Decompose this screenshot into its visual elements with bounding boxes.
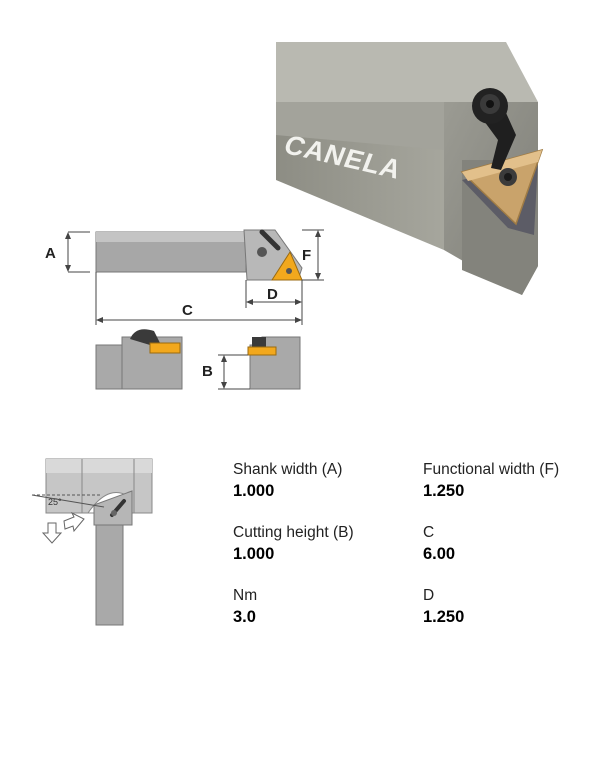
spec-label-functional-width: Functional width (F) xyxy=(423,461,560,478)
spec-label-shank-width: Shank width (A) xyxy=(233,461,343,478)
spec-label-nm: Nm xyxy=(233,587,258,604)
spec-label-cutting-height: Cutting height (B) xyxy=(233,524,354,541)
spec-label-c: C xyxy=(423,524,435,541)
feed-arrow-diagonal-icon xyxy=(63,511,85,533)
spec-value-functional-width: 1.250 xyxy=(423,482,465,500)
dimension-diagram-side: B xyxy=(95,329,301,390)
angle-diagram: 25° xyxy=(31,458,153,626)
dim-label-a: A xyxy=(45,245,56,262)
dim-label-d: D xyxy=(267,286,278,303)
spec-value-shank-width: 1.000 xyxy=(233,482,275,500)
spec-value-nm: 3.0 xyxy=(233,608,256,626)
dimension-diagram-top: A F D C xyxy=(45,229,324,325)
angle-label: 25° xyxy=(48,497,62,507)
spec-value-c: 6.00 xyxy=(423,545,456,563)
spec-label-d: D xyxy=(423,587,435,604)
product-photo: CANELA xyxy=(276,42,544,295)
dim-label-f: F xyxy=(302,247,311,264)
spec-value-cutting-height: 1.000 xyxy=(233,545,275,563)
feed-arrow-down-icon xyxy=(41,522,63,544)
dim-label-b: B xyxy=(202,363,213,380)
spec-value-d: 1.250 xyxy=(423,608,465,626)
dim-label-c: C xyxy=(182,302,193,319)
